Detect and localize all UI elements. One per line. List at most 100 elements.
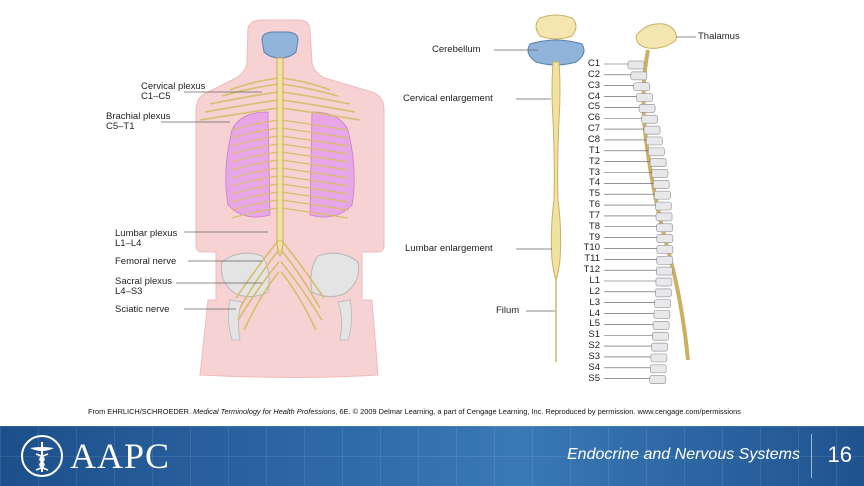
credit-line: From EHRLICH/SCHROEDER. Medical Terminol… xyxy=(88,407,741,416)
intercostal-nerve xyxy=(231,175,279,187)
vertebral-bodies xyxy=(627,60,674,384)
vertebra-body xyxy=(656,223,673,233)
label-lumbar-enlargement: Lumbar enlargement xyxy=(405,243,493,254)
vertebra-label: C3 xyxy=(587,79,600,91)
vertebra-label: L2 xyxy=(589,285,600,297)
plexus-nerve xyxy=(204,99,279,113)
right-leader-lines xyxy=(604,63,657,379)
plexus-nerve xyxy=(221,83,279,97)
brainstem xyxy=(261,31,299,59)
leg-nerve xyxy=(280,239,325,299)
vertebra-label: T5 xyxy=(588,188,600,200)
pelvis-right xyxy=(310,252,360,298)
plexus-nerve xyxy=(199,107,279,121)
femur-left xyxy=(228,299,243,341)
intercostal-nerve xyxy=(231,191,279,203)
vertebra-body xyxy=(656,255,674,265)
vertebra-label: T8 xyxy=(588,220,600,232)
vertebra-body xyxy=(630,71,648,81)
vertebra-label: T7 xyxy=(588,209,600,221)
intercostal-nerve xyxy=(281,127,349,139)
label-sciatic-nerve: Sciatic nerve xyxy=(115,304,170,315)
plexus-nerve xyxy=(281,83,339,97)
nervous-system-illustration xyxy=(161,14,696,384)
vertebra-label: S4 xyxy=(588,361,600,373)
cerebellum-shape xyxy=(527,39,585,66)
intercostal-nerve xyxy=(281,175,349,187)
plexus-nerves xyxy=(199,77,361,331)
intercostal-nerve xyxy=(281,207,349,219)
intercostal-nerve xyxy=(281,151,349,163)
leg-nerve xyxy=(280,261,323,321)
vertebra-body xyxy=(656,245,674,254)
left-leader-lines xyxy=(161,91,268,310)
page-number: 16 xyxy=(827,442,852,467)
vertebra-body xyxy=(638,104,656,113)
vertebra-body xyxy=(627,60,645,70)
vertebra-label: L5 xyxy=(589,318,600,330)
label-femoral-nerve: Femoral nerve xyxy=(115,256,177,267)
intercostal-nerve xyxy=(231,151,279,163)
vertebra-body xyxy=(651,169,669,178)
spinal-cord xyxy=(276,57,284,258)
plexus-nerve xyxy=(209,91,279,105)
vertebra-label: C6 xyxy=(587,112,600,124)
plexus-nerve xyxy=(281,107,361,121)
vertebra-label: T10 xyxy=(583,242,600,254)
footer-bar: AAPC Endocrine and Nervous Systems 16 xyxy=(0,426,864,486)
leg-nerve xyxy=(280,249,321,309)
vertebra-label: T11 xyxy=(584,253,600,265)
spinal-cord-figure xyxy=(494,14,585,362)
thalamus-shape xyxy=(635,23,677,49)
vertebra-body xyxy=(656,234,674,243)
intercostal-nerve xyxy=(281,143,349,155)
plexus-nerve xyxy=(229,77,279,91)
brain-top xyxy=(535,14,577,40)
vertebra-label: L1 xyxy=(589,275,600,286)
plexus-nerve xyxy=(281,91,351,105)
vertebra-body xyxy=(651,342,668,352)
vertebra-body xyxy=(651,331,669,341)
intercostal-nerve xyxy=(231,135,279,147)
cord-straight xyxy=(550,61,562,282)
leg-nerve xyxy=(237,261,280,321)
torso-figure xyxy=(161,19,385,378)
caduceus-logo-icon xyxy=(21,435,63,477)
vertebra-label: C1 xyxy=(587,58,600,69)
vertebra-body xyxy=(652,321,670,330)
vertebra-label: S2 xyxy=(588,340,600,352)
vertebra-label: C8 xyxy=(587,133,600,145)
vertebra-label: T12 xyxy=(583,264,600,276)
vertebra-label: C2 xyxy=(587,68,600,80)
vertebra-label: S5 xyxy=(588,372,600,384)
label-cervical-enlargement: Cervical enlargement xyxy=(403,93,493,104)
femur-right xyxy=(337,299,352,341)
intercostal-nerve xyxy=(281,119,349,131)
vertebral-column-figure xyxy=(604,23,696,384)
vertebra-label: T1 xyxy=(588,144,600,156)
vertebra-body xyxy=(645,136,663,146)
vertebra-label: T3 xyxy=(588,166,600,178)
vertebra-body xyxy=(654,201,672,211)
leg-nerve xyxy=(243,271,280,331)
left-lung xyxy=(225,111,271,218)
vertebra-body xyxy=(653,310,671,319)
vertebra-body xyxy=(633,82,651,92)
vertebra-label: T9 xyxy=(588,231,600,243)
intercostal-nerve xyxy=(231,207,279,219)
vertebra-label: S1 xyxy=(588,329,600,341)
intercostal-nerve xyxy=(281,135,349,147)
leg-nerve xyxy=(235,239,280,299)
intercostal-nerve xyxy=(281,183,349,195)
vertebra-label: S3 xyxy=(588,350,600,362)
intercostal-nerve xyxy=(231,119,279,131)
vertebra-body xyxy=(656,266,673,276)
vertebra-body xyxy=(655,277,673,287)
vertebra-body xyxy=(643,125,661,135)
vertebra-label: L4 xyxy=(589,307,600,319)
leg-nerve xyxy=(280,271,317,331)
